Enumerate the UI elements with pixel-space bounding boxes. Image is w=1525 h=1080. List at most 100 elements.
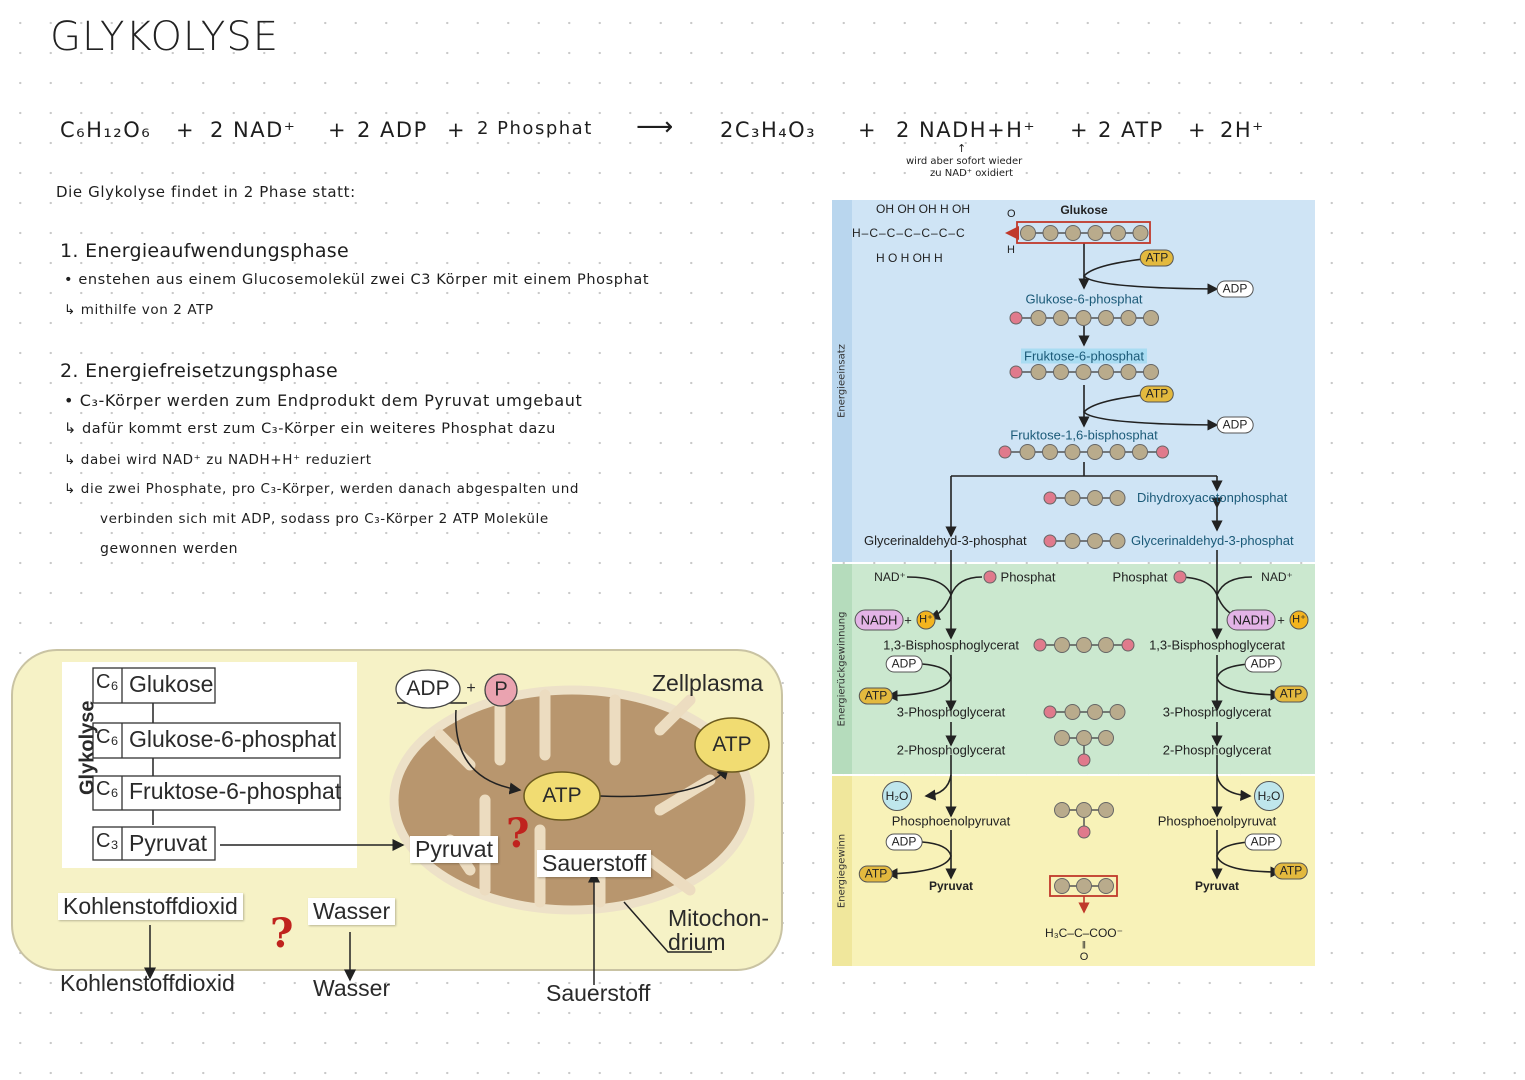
carbon-bead: [1120, 364, 1137, 380]
carbon-bead: [1098, 802, 1114, 818]
step-name: Glukose: [129, 671, 214, 697]
aldehyde-o: O: [1007, 208, 1016, 220]
atp-outer: [694, 717, 770, 773]
mitochondrium-label: Mitochon-: [668, 905, 769, 931]
carbon-bead: [1053, 310, 1069, 326]
phase-line: verbinden sich mit ADP, sodass pro C₃-Kö…: [100, 511, 549, 527]
eq-term: +: [858, 118, 878, 142]
carbon-bead: [1098, 364, 1114, 380]
carbon-bead: [1042, 444, 1058, 460]
phase-heading: 1. Energieaufwendungsphase: [60, 240, 349, 262]
zellplasma-label: Zellplasma: [652, 670, 764, 696]
phosphat-label: Phosphat: [1000, 569, 1056, 585]
glukose-label: Glukose: [1060, 203, 1108, 217]
eq-term: +: [1188, 118, 1208, 142]
pg2-label: 2-Phosphoglycerat: [1162, 742, 1272, 758]
carbon-bead: [1110, 225, 1126, 241]
phosphat-label: Phosphat: [1112, 569, 1168, 585]
carbon-bead: [1053, 364, 1069, 380]
glucose-formula-bottom: H O H OH H: [876, 251, 943, 265]
eq-term: +: [328, 118, 348, 142]
nad-label: NAD⁺: [1261, 570, 1293, 584]
carbon-bead: [1054, 878, 1070, 894]
carbon-bead: [1064, 444, 1081, 460]
cell-drawing: [11, 649, 783, 985]
equation-note: wird aber sofort wieder: [906, 156, 1023, 167]
carbon-bead: [1054, 637, 1070, 653]
phosphate-bead: [1077, 825, 1091, 839]
question-mark-icon: ?: [270, 910, 294, 957]
sauerstoff-input-label: Sauerstoff: [546, 980, 651, 1006]
equation-note: zu NAD⁺ oxidiert: [930, 168, 1014, 179]
carbon-bead: [1042, 225, 1059, 241]
pg3-label: 3-Phosphoglycerat: [896, 704, 1006, 720]
phase-heading: 2. Energiefreisetzungsphase: [60, 360, 338, 382]
gap-label-right: Glycerinaldehyd-3-phosphat: [1131, 533, 1294, 548]
phosphate-bead: [1009, 365, 1023, 379]
section-energiegewinn: Energiegewinn: [832, 776, 1315, 966]
adp-badge: ADP: [885, 833, 923, 851]
carbon-bead: [1098, 730, 1114, 746]
gap-label-left: Glycerinaldehyd-3-phosphat: [864, 533, 1027, 548]
carbon-bead: [1064, 533, 1081, 549]
phosphate-bead: [1121, 638, 1135, 652]
carbon-bead: [1132, 444, 1148, 460]
pyruvate-formula: H₃C–C–COO⁻: [1045, 926, 1123, 940]
phase-line: ↳ dabei wird NAD⁺ zu NADH+H⁺ reduziert: [64, 452, 372, 468]
carbon-bead: [1109, 533, 1126, 549]
carbon-bead: [1109, 704, 1126, 720]
carbon-bead: [1064, 704, 1081, 720]
glycolysis-pathway-diagram: Energieeinsatz Energierückgewinnung Ener…: [832, 200, 1315, 966]
f6p-label: Fruktose-6-phosphat: [1021, 348, 1147, 364]
adp-badge: ADP: [1244, 655, 1282, 673]
atp-badge: ATP: [858, 687, 894, 705]
pep-label: Phosphoenolpyruvat: [1157, 813, 1277, 829]
h2o-badge: H₂O: [1254, 781, 1284, 811]
carbon-bead: [1109, 490, 1126, 506]
dhap-label: Dihydroxyacetonphosphat: [1137, 490, 1288, 505]
carbon-bead: [1098, 878, 1114, 894]
phosphate-bead: [1077, 753, 1091, 767]
carbon-bead: [1087, 704, 1103, 720]
step-name: Glukose-6-phosphat: [129, 726, 337, 752]
atp-label: ATP: [542, 784, 582, 807]
phosphate-bead: [1156, 445, 1169, 459]
phosphate-bead: [983, 570, 997, 584]
adp-badge: ADP: [1244, 833, 1282, 851]
f16bp-label: Fruktose-1,6-bisphosphat: [1010, 427, 1158, 443]
carbon-bead: [1020, 225, 1036, 241]
atp-badge: ATP: [1139, 385, 1175, 403]
note-arrow: ↑: [957, 142, 967, 155]
carbon-bead: [1076, 637, 1092, 653]
eq-term: 2H⁺: [1220, 118, 1265, 142]
mitochondrium-label: drium: [668, 929, 726, 955]
plus-sign: +: [466, 680, 476, 697]
h2o-badge: H₂O: [882, 781, 912, 811]
adp-label: ADP: [406, 677, 450, 700]
plus-sign: +: [904, 612, 912, 628]
atp-label: ATP: [712, 733, 752, 756]
phase-line: ↳ mithilfe von 2 ATP: [64, 302, 214, 318]
eq-term: +: [176, 118, 196, 142]
pyruvate-oxygen: O: [1079, 951, 1089, 963]
carbon-bead: [1076, 878, 1092, 894]
nadh-badge: NADH: [854, 609, 904, 631]
intro-text: Die Glykolyse findet in 2 Phase statt:: [56, 183, 356, 201]
adp-badge: ADP: [1216, 416, 1254, 434]
carbon-bead: [1087, 533, 1103, 549]
atp-badge: ATP: [1273, 862, 1309, 880]
carbon-bead: [1064, 490, 1081, 506]
atp-inner: [523, 771, 601, 821]
eq-term: 2 NADH+H⁺: [896, 118, 1037, 142]
pep-label: Phosphoenolpyruvat: [891, 813, 1011, 829]
carbon-bead: [1075, 310, 1092, 326]
page-title: GLYKOLYSE: [50, 14, 279, 60]
eq-term: +: [1070, 118, 1090, 142]
phase-line: • C₃-Körper werden zum Endprodukt dem Py…: [64, 391, 583, 410]
phosphate-bead: [1009, 311, 1023, 325]
bpg-label: 1,3-Bisphosphoglycerat: [883, 637, 1019, 653]
atp-badge: ATP: [1273, 685, 1309, 703]
carbon-bead: [1132, 225, 1149, 241]
nad-label: NAD⁺: [874, 570, 906, 584]
adp-ellipse: [395, 669, 461, 709]
